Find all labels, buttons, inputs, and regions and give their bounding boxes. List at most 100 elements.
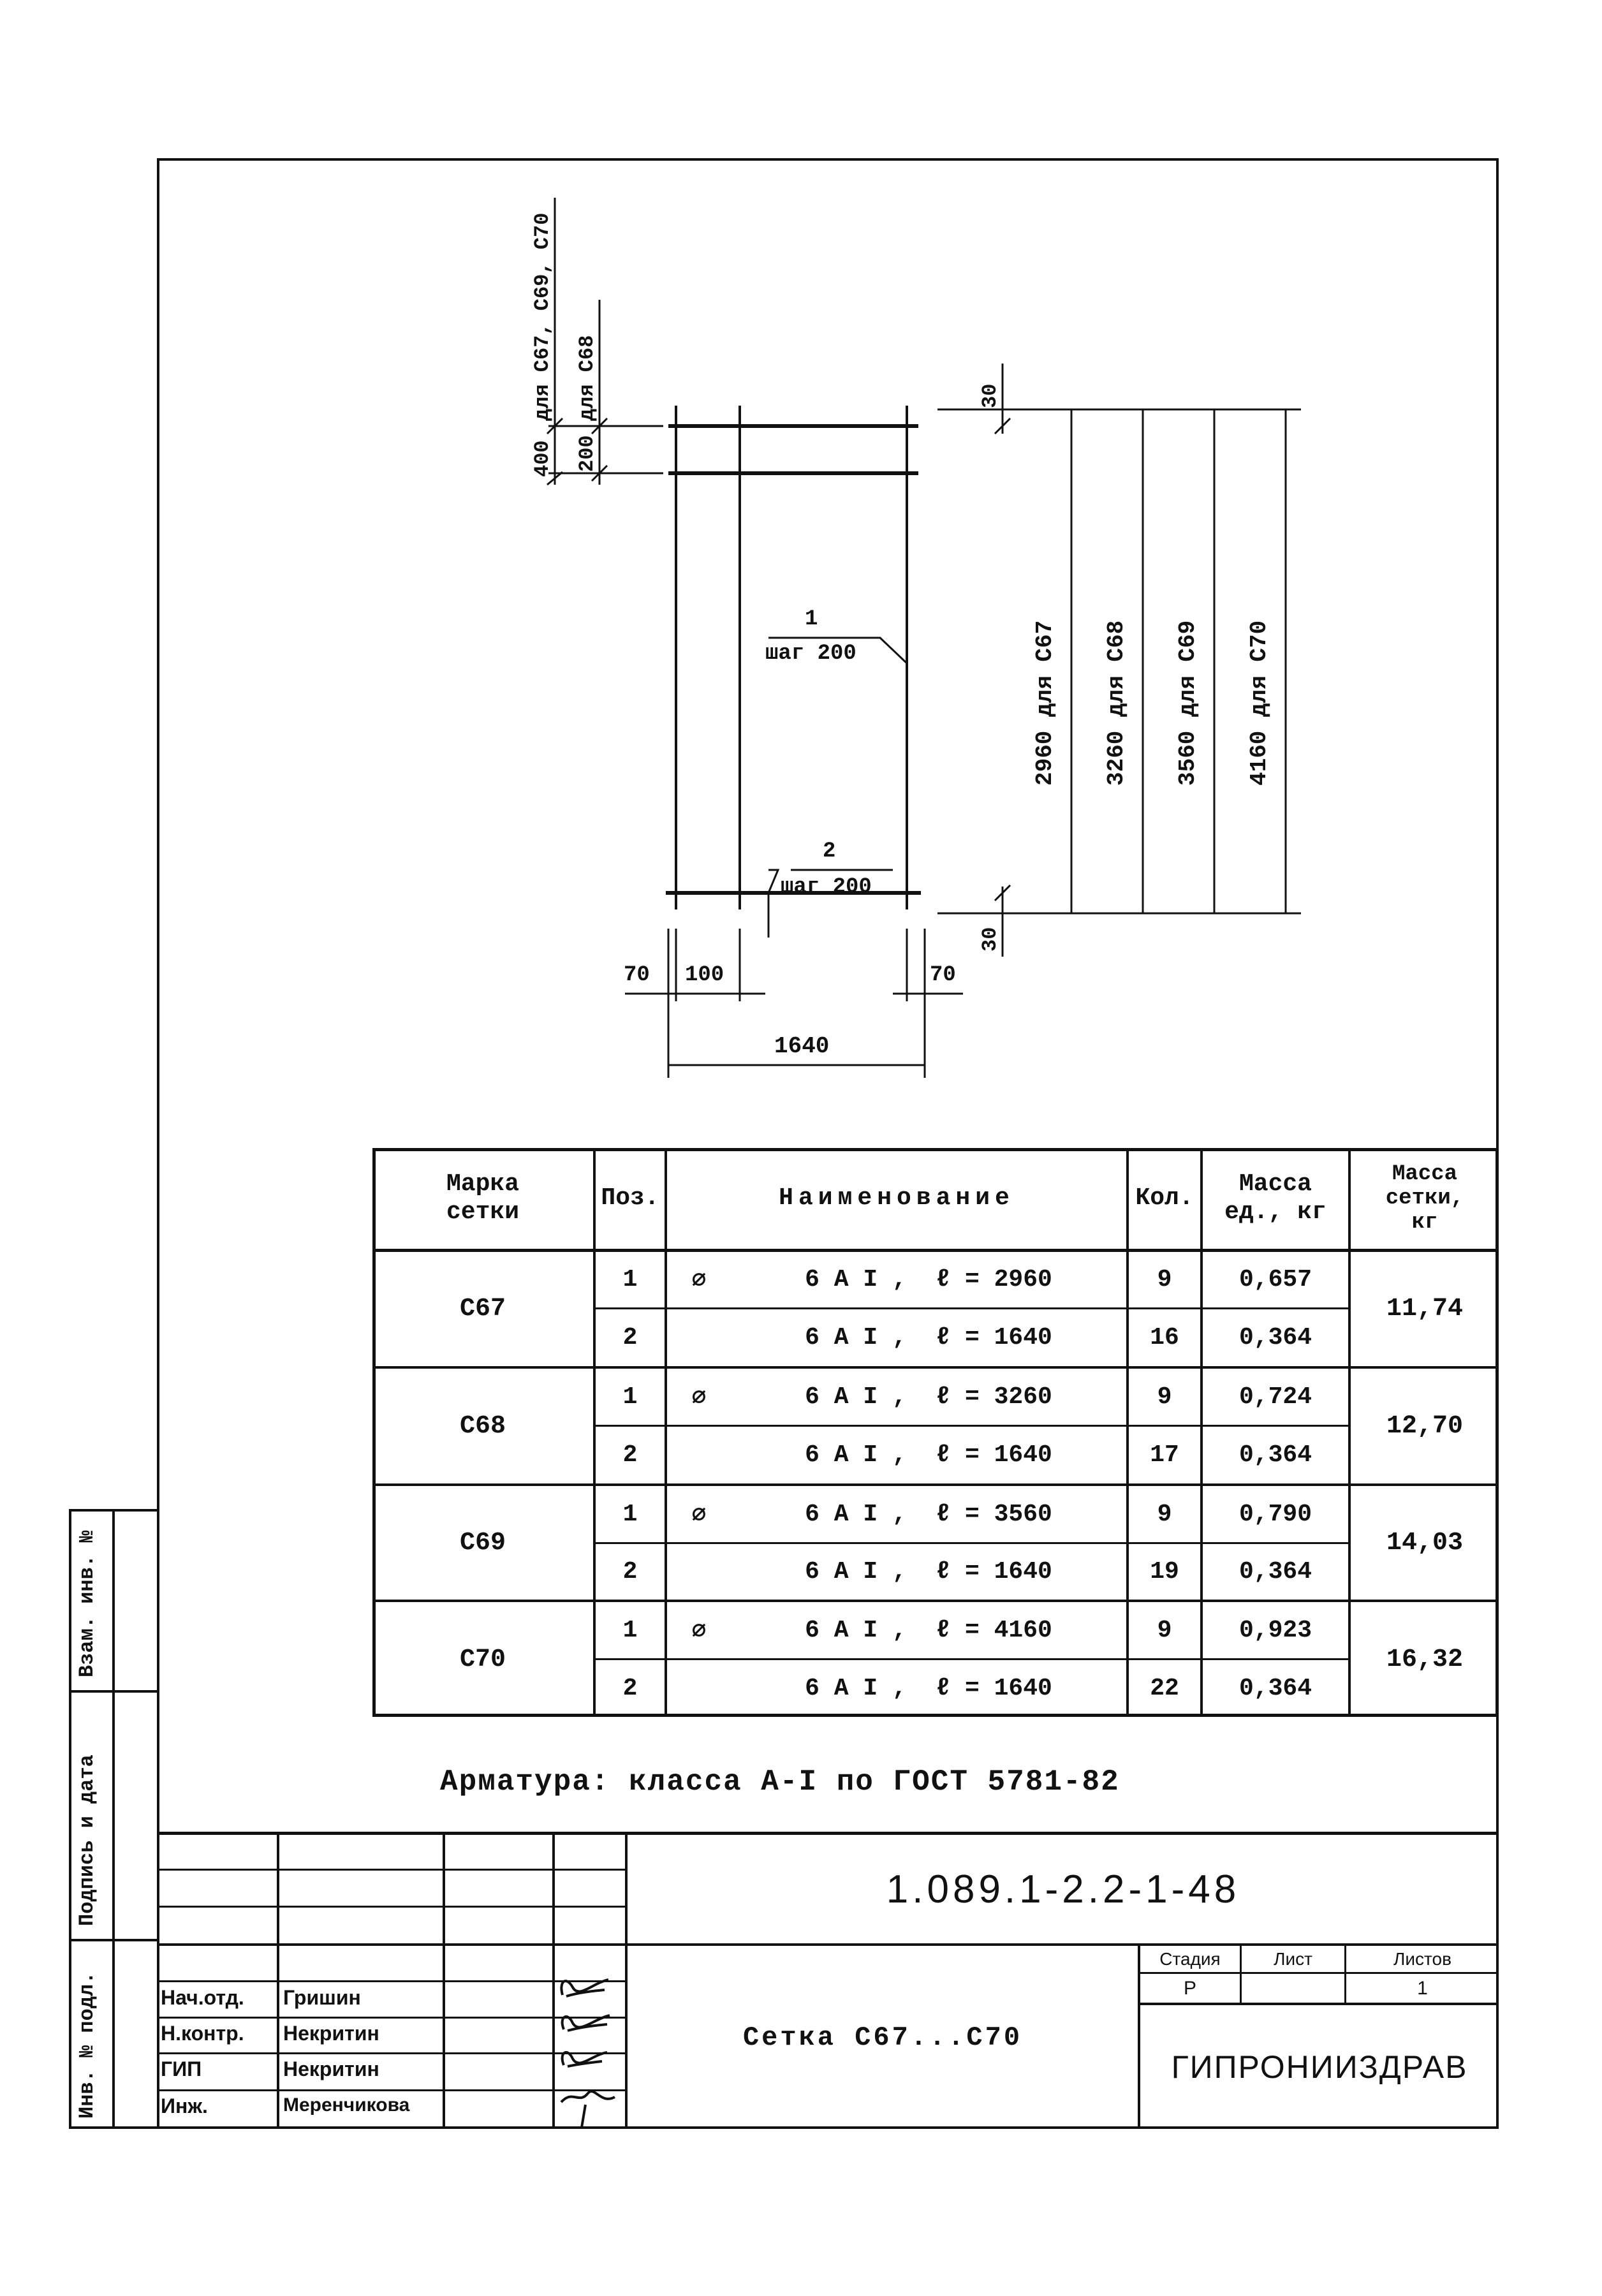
side-stamp-divider bbox=[112, 1509, 115, 2129]
side-stamp-label-vzam: Взам. инв. № bbox=[75, 1530, 99, 1677]
edge-30-bottom: 30 bbox=[978, 927, 1002, 952]
spec-table-border bbox=[372, 1148, 1499, 1717]
signatures bbox=[560, 1978, 615, 2128]
total-c69: 14,03 bbox=[1386, 1528, 1464, 1557]
name-gip: Некритин bbox=[283, 2057, 379, 2080]
total-c67: 11,74 bbox=[1386, 1294, 1464, 1323]
edge-30-top: 30 bbox=[978, 383, 1002, 408]
pos1-step: шаг 200 bbox=[765, 642, 856, 666]
unit-mass: 0,364 bbox=[1238, 1441, 1312, 1469]
pos: 1 bbox=[622, 1265, 638, 1293]
width-dimension-lines bbox=[625, 929, 963, 1078]
length-c69: 3560 для С69 bbox=[1175, 620, 1201, 786]
length-c70: 4160 для С70 bbox=[1246, 620, 1272, 786]
role-norm-control: Н.контр. bbox=[161, 2022, 244, 2045]
stage-header: Стадия bbox=[1159, 1948, 1221, 1969]
item-name: 6 А I , ℓ = 4160 bbox=[805, 1616, 1052, 1644]
drawing-title: Сетка С67...С70 bbox=[742, 2022, 1023, 2053]
qty: 16 bbox=[1150, 1324, 1179, 1351]
side-stamp-hline bbox=[69, 1690, 159, 1693]
pos: 1 bbox=[622, 1383, 638, 1411]
sheet-value bbox=[1242, 1974, 1344, 2003]
pos2-number: 2 bbox=[823, 839, 836, 864]
unit-mass: 0,657 bbox=[1238, 1265, 1312, 1293]
diameter-icon: ⌀ bbox=[691, 1267, 707, 1295]
name-head-dept: Гришин bbox=[283, 1986, 361, 2009]
qty: 19 bbox=[1150, 1558, 1179, 1586]
organization-name: ГИПРОНИИЗДРАВ bbox=[1171, 2049, 1468, 2085]
header-unit-mass: Масса ед., кг bbox=[1224, 1170, 1326, 1226]
leader-lines bbox=[767, 637, 908, 938]
role-gip: ГИП bbox=[161, 2057, 202, 2080]
side-stamp-label-sign: Подпись и дата bbox=[75, 1755, 99, 1926]
stage-value: Р bbox=[1183, 1977, 1196, 1999]
pos: 1 bbox=[622, 1500, 638, 1528]
dim-1640: 1640 bbox=[774, 1033, 830, 1059]
qty: 9 bbox=[1157, 1616, 1172, 1644]
mark-c70: С70 bbox=[459, 1645, 506, 1674]
header-mark: Марка сетки bbox=[446, 1170, 520, 1226]
length-c68: 3260 для С68 bbox=[1103, 620, 1129, 786]
mesh-drawing bbox=[546, 198, 1301, 1078]
header-mesh-mass: Масса сетки, кг bbox=[1385, 1162, 1464, 1235]
pos: 2 bbox=[622, 1558, 638, 1586]
diameter-icon: ⌀ bbox=[691, 1501, 707, 1529]
side-stamp-label-inv: Инв. № подл. bbox=[75, 1971, 99, 2119]
qty: 17 bbox=[1150, 1441, 1179, 1469]
total-c70: 16,32 bbox=[1386, 1645, 1464, 1674]
unit-mass: 0,724 bbox=[1238, 1383, 1312, 1411]
qty: 22 bbox=[1150, 1675, 1179, 1702]
pos: 2 bbox=[622, 1675, 638, 1702]
pos: 2 bbox=[622, 1441, 638, 1469]
sheets-header: Листов bbox=[1393, 1948, 1451, 1969]
unit-mass: 0,364 bbox=[1238, 1675, 1312, 1702]
document-code: 1.089.1-2.2-1-48 bbox=[886, 1867, 1240, 1911]
reinforcement-note: Арматура: класса А-I по ГОСТ 5781-82 bbox=[440, 1765, 1120, 1799]
spec-table: Марка сетки Поз. Наименование Кол. Масса… bbox=[372, 1148, 1499, 1717]
title-block: Нач.отд. Гришин Н.контр. Некритин ГИП Не… bbox=[157, 1832, 1499, 2129]
sheets-value: 1 bbox=[1417, 1977, 1428, 1999]
drawing-frame bbox=[157, 158, 1499, 2129]
mark-c68: С68 bbox=[459, 1411, 506, 1441]
qty: 9 bbox=[1157, 1265, 1172, 1293]
pos1-number: 1 bbox=[805, 607, 818, 631]
dim-100: 100 bbox=[685, 963, 724, 987]
pos2-step: шаг 200 bbox=[781, 875, 872, 899]
unit-mass: 0,364 bbox=[1238, 1324, 1312, 1351]
item-name: 6 А I , ℓ = 2960 bbox=[805, 1265, 1052, 1293]
dim-200: 200 bbox=[575, 435, 599, 472]
header-name: Наименование bbox=[779, 1184, 1015, 1212]
diameter-icon: ⌀ bbox=[691, 1617, 707, 1645]
item-name: 6 А I , ℓ = 1640 bbox=[805, 1441, 1052, 1469]
side-stamp-hline bbox=[69, 1939, 159, 1941]
pos: 2 bbox=[622, 1324, 638, 1351]
header-qty: Кол. bbox=[1135, 1184, 1194, 1212]
pos: 1 bbox=[622, 1616, 638, 1644]
qty: 9 bbox=[1157, 1383, 1172, 1411]
dim-400: 400 bbox=[531, 440, 554, 477]
qty: 9 bbox=[1157, 1500, 1172, 1528]
sheet-header: Лист bbox=[1274, 1948, 1312, 1969]
mark-c69: С69 bbox=[459, 1528, 506, 1557]
length-c67: 2960 для С67 bbox=[1032, 620, 1058, 786]
item-name: 6 А I , ℓ = 1640 bbox=[805, 1324, 1052, 1351]
diameter-icon: ⌀ bbox=[691, 1384, 707, 1412]
dim-70-left: 70 bbox=[624, 963, 650, 987]
length-dimension-lines bbox=[937, 364, 1301, 957]
item-name: 6 А I , ℓ = 3260 bbox=[805, 1383, 1052, 1411]
total-c68: 12,70 bbox=[1386, 1411, 1464, 1441]
header-pos: Поз. bbox=[601, 1184, 659, 1212]
item-name: 6 А I , ℓ = 1640 bbox=[805, 1558, 1052, 1586]
name-norm-control: Некритин bbox=[283, 2022, 379, 2045]
item-name: 6 А I , ℓ = 1640 bbox=[805, 1675, 1052, 1702]
name-engineer: Меренчикова bbox=[283, 2094, 410, 2116]
top-dimension-lines bbox=[546, 198, 663, 486]
dim-400-note: для С67, С69, С70 bbox=[531, 212, 554, 421]
unit-mass: 0,364 bbox=[1238, 1558, 1312, 1586]
mark-c67: С67 bbox=[459, 1294, 506, 1323]
dim-200-note: для С68 bbox=[575, 335, 599, 421]
role-head-dept: Нач.отд. bbox=[161, 1986, 244, 2009]
role-engineer: Инж. bbox=[161, 2094, 208, 2117]
dim-70-right: 70 bbox=[930, 963, 956, 987]
unit-mass: 0,923 bbox=[1238, 1616, 1312, 1644]
